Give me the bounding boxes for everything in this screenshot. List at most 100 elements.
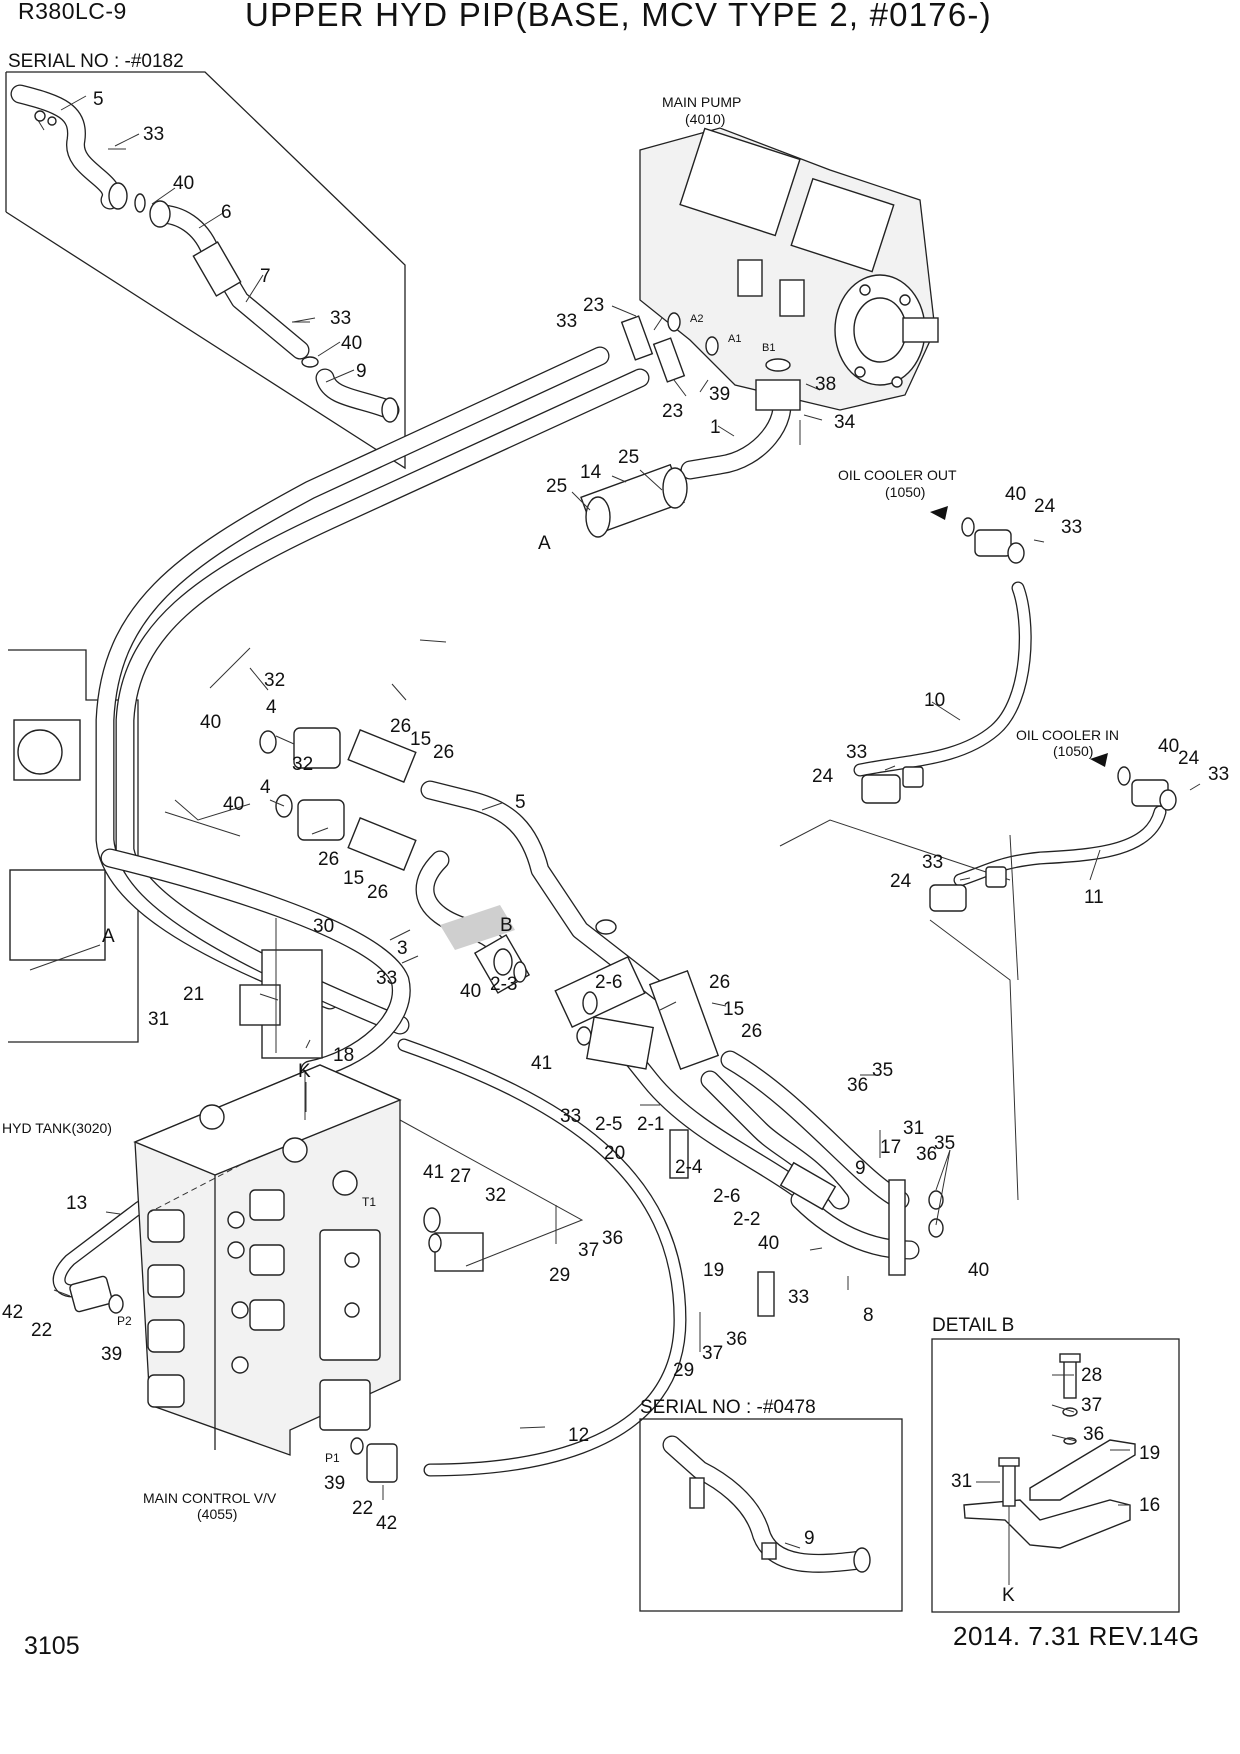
callout: 23 [583, 295, 604, 316]
callout: 35 [872, 1060, 893, 1081]
inset-serial-0182-label: SERIAL NO : -#0182 [8, 51, 184, 72]
callout: 31 [148, 1009, 169, 1030]
callout: 36 [1083, 1424, 1104, 1445]
page-number: 3105 [24, 1632, 80, 1660]
callout: 28 [1081, 1365, 1102, 1386]
callout: 40 [341, 333, 362, 354]
callouts-detail-b: 28 37 36 19 31 16 K [951, 1365, 1160, 1606]
callouts-mcv: 13 42 22 39 41 27 32 39 22 42 [2, 1162, 506, 1534]
callout: 37 [1081, 1395, 1102, 1416]
callout: 34 [834, 412, 856, 433]
callouts-center: 32 4 40 26 15 26 32 4 40 5 26 15 26 3 33… [148, 670, 989, 1446]
callout: 17 [880, 1137, 901, 1158]
callout: 1 [710, 417, 721, 438]
callout: 2-6 [595, 972, 622, 993]
main-control-valve [133, 1064, 402, 1456]
callout: 33 [330, 308, 351, 329]
reference-lines [164, 647, 1019, 1267]
callout: 42 [376, 1513, 397, 1534]
revision-date: 2014. 7.31 REV.14G [953, 1621, 1200, 1651]
callouts-inset-0182: 5 33 40 6 7 33 40 9 [93, 89, 367, 382]
callout: 2-3 [490, 974, 517, 995]
port-a2: A2 [690, 313, 703, 325]
port-t1: T1 [362, 1195, 376, 1209]
callout: 33 [788, 1287, 809, 1308]
callout: 2-2 [733, 1209, 760, 1230]
leader-lines [105, 305, 1130, 1506]
callout: 33 [1208, 764, 1229, 785]
callout: 27 [450, 1166, 471, 1187]
callout: 33 [376, 968, 397, 989]
callout: 24 [890, 871, 912, 892]
callout: 33 [560, 1106, 581, 1127]
callout: 40 [1158, 736, 1179, 757]
callout: 25 [618, 447, 639, 468]
callout: 2-6 [713, 1186, 740, 1207]
callout: 30 [313, 916, 334, 937]
callout: 5 [93, 89, 104, 110]
drawing-title: UPPER HYD PIP(BASE, MCV TYPE 2, #0176-) [245, 0, 992, 33]
hyd-tank-caption: HYD TANK(3020) [2, 1120, 112, 1136]
callout: 40 [223, 794, 244, 815]
callout: 24 [1178, 748, 1200, 769]
callout: 12 [568, 1425, 589, 1446]
center-assembly [239, 727, 944, 1352]
callout: 3 [397, 938, 408, 959]
callout: 31 [951, 1471, 972, 1492]
callout: 11 [1084, 887, 1104, 908]
callout: 8 [863, 1305, 874, 1326]
callout: 33 [922, 852, 943, 873]
main-pump-caption: MAIN PUMP [662, 94, 741, 110]
section-mark-b: B [500, 915, 513, 936]
oil-cooler-fittings [861, 506, 1201, 912]
callout: 15 [723, 999, 744, 1020]
oil-cooler-in-code: (1050) [1053, 743, 1093, 759]
callout: 37 [702, 1343, 723, 1364]
callout: 39 [709, 384, 730, 405]
callout: 22 [352, 1498, 373, 1519]
callout: 42 [2, 1302, 23, 1323]
callout: 21 [183, 984, 204, 1005]
section-mark-k-detail: K [1002, 1585, 1015, 1606]
callouts-pump: 23 33 23 39 38 34 1 25 14 25 [546, 295, 856, 497]
callout: 32 [264, 670, 285, 691]
callout: 40 [758, 1233, 779, 1254]
callout: 9 [855, 1158, 866, 1179]
callout: 25 [546, 476, 567, 497]
callout: 40 [200, 712, 221, 733]
callout: 36 [916, 1144, 937, 1165]
callout: 37 [578, 1240, 599, 1261]
callout: 41 [423, 1162, 444, 1183]
callout: 26 [709, 972, 730, 993]
section-mark-a-suction: A [538, 533, 551, 554]
callout: 26 [433, 742, 454, 763]
callout: 24 [812, 766, 834, 787]
callout: 31 [903, 1118, 924, 1139]
main-pump-code: (4010) [685, 111, 725, 127]
callout: 7 [260, 266, 271, 287]
model-label: R380LC-9 [18, 0, 127, 24]
callout: 26 [318, 849, 339, 870]
callout: 29 [549, 1265, 570, 1286]
inset-serial-0478: SERIAL NO : -#0478 [639, 1397, 903, 1612]
detail-b-title: DETAIL B [932, 1315, 1014, 1336]
callout: 29 [673, 1360, 694, 1381]
callout: 40 [460, 981, 481, 1002]
callout: 22 [31, 1320, 52, 1341]
callout: 16 [1139, 1495, 1160, 1516]
callout: 20 [604, 1143, 625, 1164]
port-b1: B1 [762, 342, 775, 354]
port-p2: P2 [117, 1314, 132, 1328]
callout: 19 [1139, 1443, 1160, 1464]
callout: 39 [324, 1473, 345, 1494]
callout: 36 [847, 1075, 868, 1096]
callout: 40 [173, 173, 194, 194]
callout: 32 [485, 1185, 506, 1206]
oil-cooler-out-caption: OIL COOLER OUT [838, 467, 957, 483]
callout: 33 [1061, 517, 1082, 538]
callout: 9 [356, 361, 367, 382]
inset-serial-0182: SERIAL NO : -#0182 [5, 51, 406, 470]
section-mark-a-tank: A [102, 926, 115, 947]
detail-b: DETAIL B [931, 1315, 1180, 1613]
